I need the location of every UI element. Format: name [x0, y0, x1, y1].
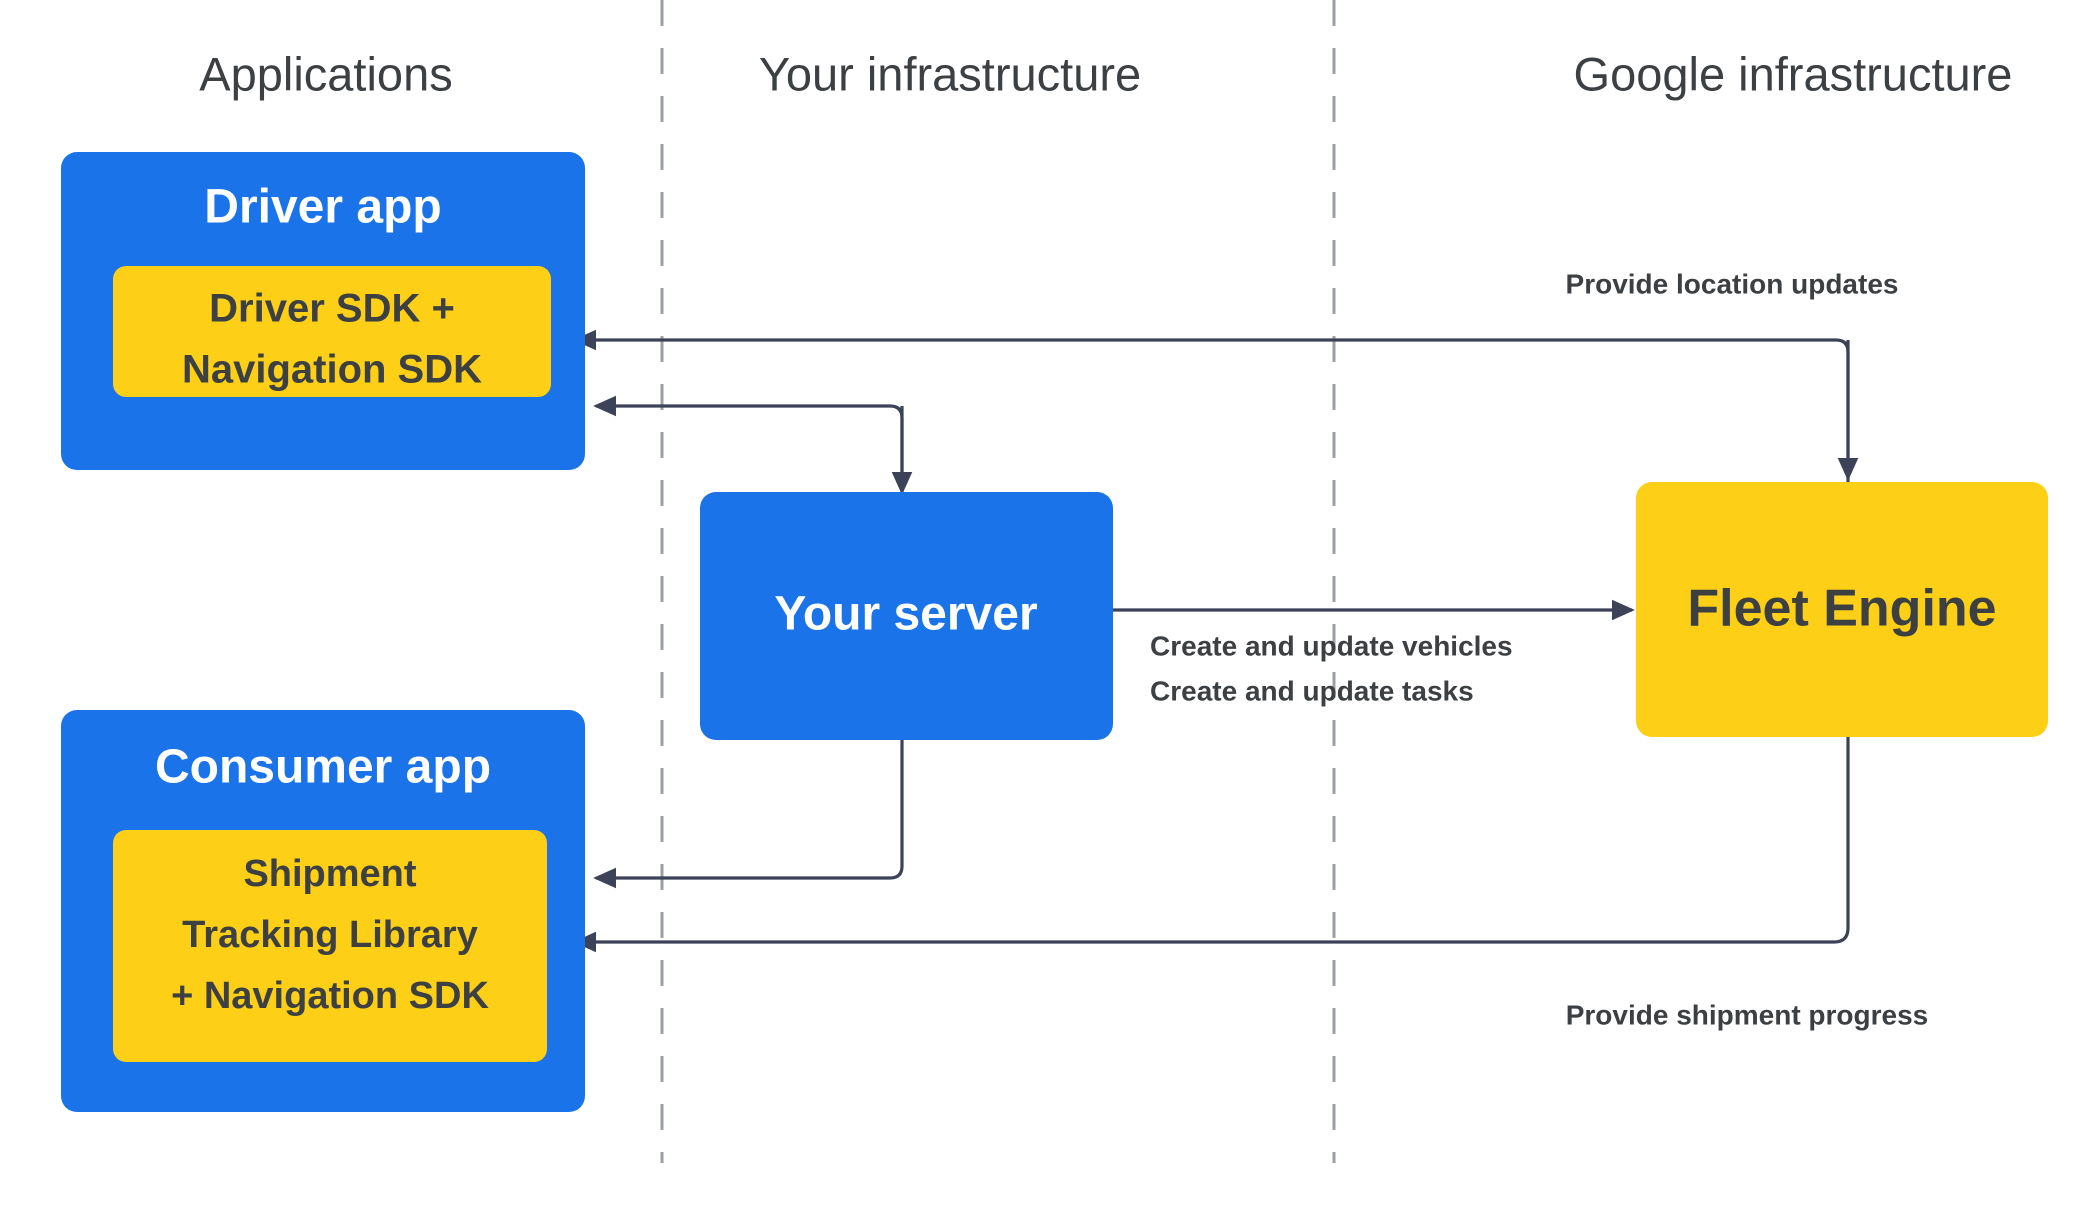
node-consumer-app[interactable]: Consumer app Shipment Tracking Library +… — [61, 710, 585, 1112]
zone-title-applications: Applications — [199, 47, 452, 100]
shipment-tracking-line-3: + Navigation SDK — [171, 975, 489, 1017]
driver-sdk-box — [113, 266, 551, 397]
your-server-box — [700, 492, 1113, 740]
shipment-tracking-line-1: Shipment — [243, 853, 416, 895]
fleet-engine-label: Fleet Engine — [1687, 580, 1996, 638]
edge-label-shipment-progress: Provide shipment progress — [1566, 999, 1929, 1030]
node-driver-app[interactable]: Driver app Driver SDK + Navigation SDK — [61, 152, 585, 470]
edge-shipment-progress — [573, 737, 1850, 953]
edge-label-create-update-tasks: Create and update tasks — [1150, 675, 1474, 706]
zone-title-google-infrastructure: Google infrastructure — [1574, 47, 2013, 100]
edge-server-to-consumer — [593, 740, 904, 889]
shipment-tracking-line-2: Tracking Library — [182, 914, 478, 956]
edge-server-to-driver — [593, 395, 904, 490]
driver-sdk-line-2: Navigation SDK — [182, 348, 482, 392]
fleet-engine-box — [1636, 482, 2048, 737]
edge-location-updates — [573, 329, 1850, 482]
your-server-label: Your server — [774, 588, 1037, 641]
zone-title-your-infrastructure: Your infrastructure — [759, 47, 1141, 100]
edge-label-create-update-vehicles: Create and update vehicles — [1150, 630, 1513, 661]
node-fleet-engine[interactable]: Fleet Engine — [1636, 482, 2048, 737]
driver-sdk-line-1: Driver SDK + — [209, 287, 455, 331]
node-your-server[interactable]: Your server — [700, 492, 1113, 740]
shipment-tracking-library-box — [113, 830, 547, 1062]
consumer-app-label: Consumer app — [155, 741, 491, 794]
driver-app-label: Driver app — [204, 181, 441, 234]
edge-label-location-updates: Provide location updates — [1566, 268, 1899, 299]
